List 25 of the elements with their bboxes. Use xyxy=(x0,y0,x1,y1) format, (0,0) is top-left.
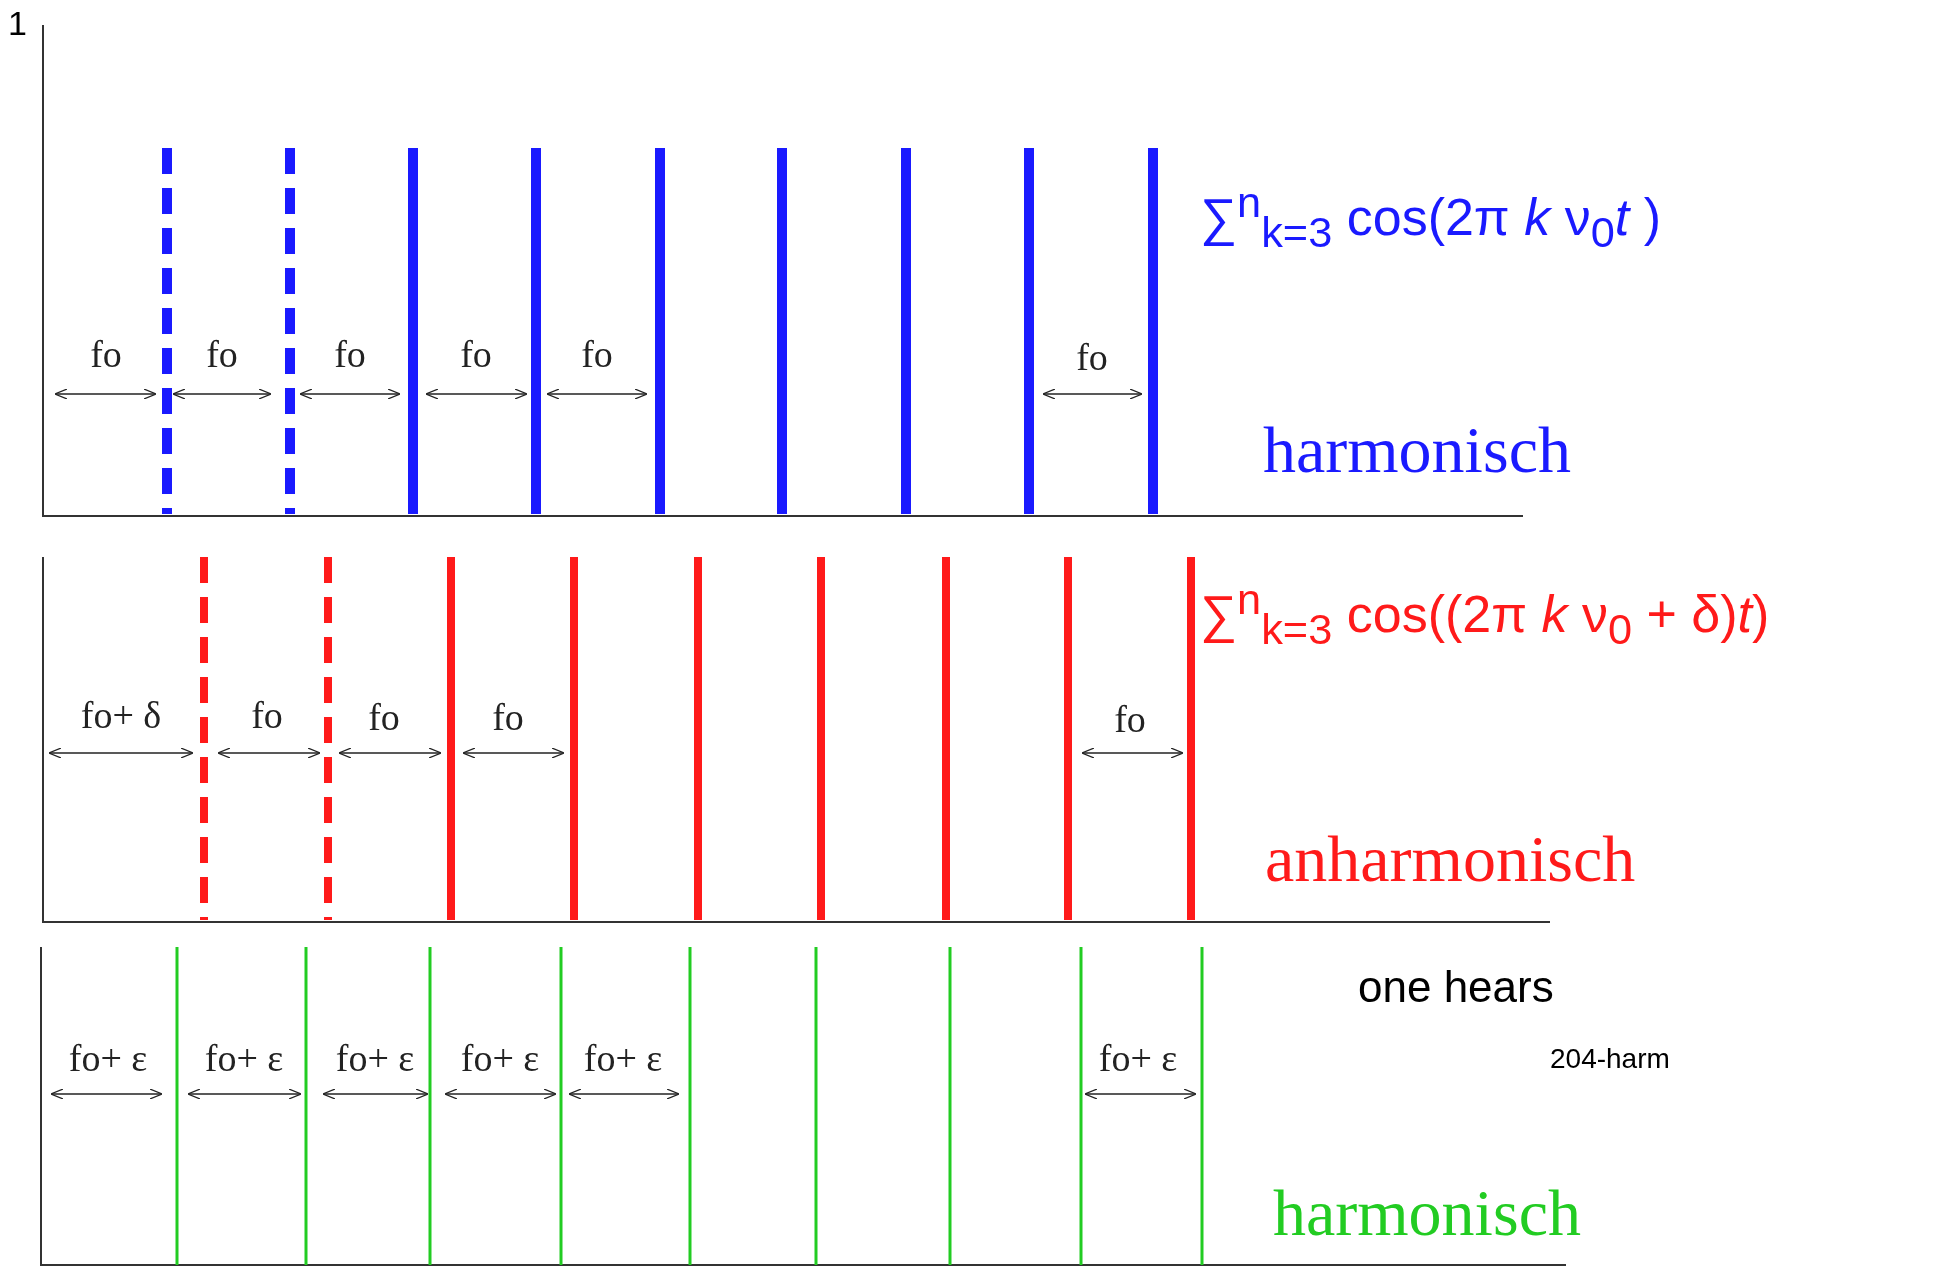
figure-code: 204-harm xyxy=(1550,1044,1670,1075)
spacing-label: fo xyxy=(251,695,283,737)
spacing-label: fo xyxy=(460,334,492,376)
spacing-label: fo xyxy=(334,334,366,376)
spacing-label: fo+ ε xyxy=(204,1038,284,1080)
spacing-label: fo xyxy=(206,334,238,376)
spacing-label: fo xyxy=(581,334,613,376)
spacing-label: fo+ ε xyxy=(335,1038,415,1080)
spacing-label: fo xyxy=(492,697,524,739)
spacing-label: fo xyxy=(1114,699,1146,741)
series-label: harmonisch xyxy=(1263,414,1571,487)
formula: ∑$^{n}$$_{k=3}$ cos((2π k ν$_{0}$ + δ)t) xyxy=(1200,575,1770,654)
series-label: anharmonisch xyxy=(1265,823,1636,896)
spacing-label: fo xyxy=(1076,337,1108,379)
axis-number: 1 xyxy=(8,4,27,42)
spacing-label: fo+ ε xyxy=(583,1038,663,1080)
spacing-label: fo+ δ xyxy=(80,695,162,737)
spacing-label: fo+ ε xyxy=(460,1038,540,1080)
spacing-label: fo xyxy=(90,334,122,376)
note: one hears xyxy=(1358,963,1555,1012)
spacing-label: fo+ ε xyxy=(68,1038,148,1080)
formula: ∑$^{n}$$_{k=3}$ cos(2π k ν$_{0}$t ) xyxy=(1200,178,1661,257)
spacing-label: fo xyxy=(368,697,400,739)
spacing-label: fo+ ε xyxy=(1098,1038,1178,1080)
series-label: harmonisch xyxy=(1273,1177,1581,1250)
